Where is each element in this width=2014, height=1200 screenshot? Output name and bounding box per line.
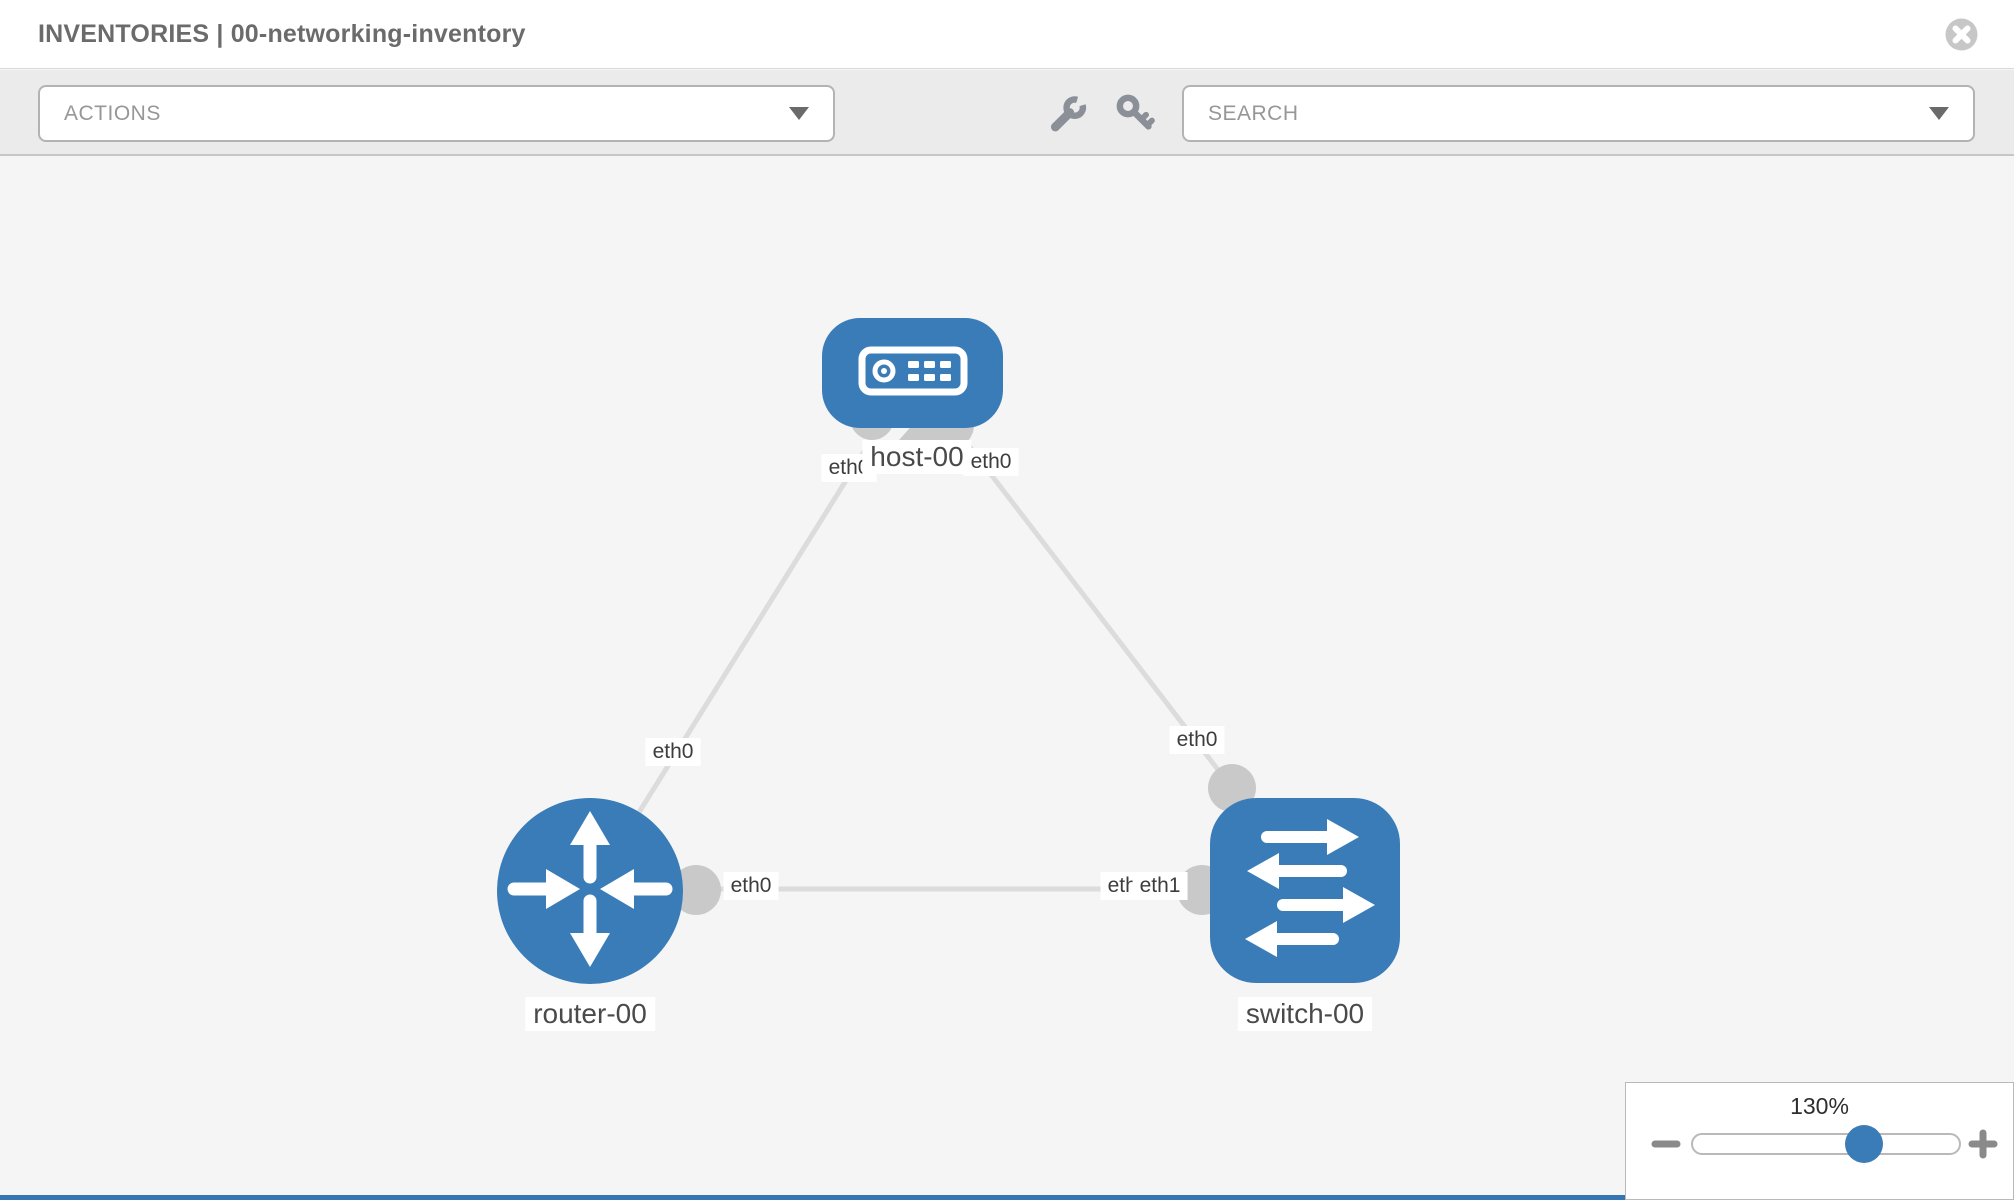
- switch-arrows-icon: [1222, 808, 1388, 973]
- router-arrows-icon: [505, 804, 675, 979]
- interface-label-host-right: eth0: [963, 448, 1019, 476]
- zoom-out-button[interactable]: [1651, 1129, 1681, 1159]
- interface-dot-router-right[interactable]: [671, 865, 721, 915]
- zoom-value: 130%: [1790, 1093, 1849, 1119]
- interface-label-host-left: eth0: [821, 454, 877, 482]
- header: INVENTORIES | 00-networking-inventory: [0, 0, 2014, 69]
- zoom-slider-track[interactable]: [1691, 1133, 1961, 1155]
- interface-label-router-right: eth0: [723, 872, 779, 900]
- node-label-switch: switch-00: [1237, 997, 1373, 1031]
- interface-label-switch-top: eth0: [1169, 726, 1225, 754]
- bottom-accent-bar: [0, 1195, 1630, 1200]
- interface-label-router-top: eth0: [645, 738, 701, 766]
- toolbar: ACTIONS SEARCH: [0, 70, 2014, 156]
- page-title: INVENTORIES | 00-networking-inventory: [38, 20, 526, 48]
- search-dropdown-label: SEARCH: [1208, 101, 1299, 125]
- node-host-00[interactable]: [822, 318, 1003, 428]
- node-label-router: router-00: [525, 997, 655, 1031]
- wrench-icon: [1046, 96, 1088, 137]
- close-button[interactable]: [1945, 18, 1978, 51]
- minus-icon: [1651, 1140, 1681, 1162]
- chevron-down-icon: [789, 107, 809, 120]
- server-icon: [858, 346, 968, 401]
- node-label-host: host-00: [862, 440, 972, 474]
- node-switch-00[interactable]: [1210, 798, 1400, 983]
- interface-label-switch-left: eth1: [1132, 872, 1188, 900]
- zoom-in-button[interactable]: [1968, 1129, 1998, 1159]
- plus-icon: [1968, 1129, 1998, 1162]
- node-router-00[interactable]: [497, 798, 683, 984]
- search-dropdown[interactable]: SEARCH: [1182, 85, 1975, 142]
- key-icon: [1114, 94, 1156, 137]
- actions-dropdown[interactable]: ACTIONS: [38, 85, 835, 142]
- key-button[interactable]: [1114, 92, 1156, 134]
- zoom-panel: 130%: [1625, 1082, 2014, 1200]
- zoom-slider-thumb[interactable]: [1845, 1125, 1883, 1163]
- chevron-down-icon: [1929, 107, 1949, 120]
- tools-button[interactable]: [1046, 92, 1088, 134]
- close-icon: [1945, 18, 1978, 54]
- actions-dropdown-label: ACTIONS: [64, 101, 161, 125]
